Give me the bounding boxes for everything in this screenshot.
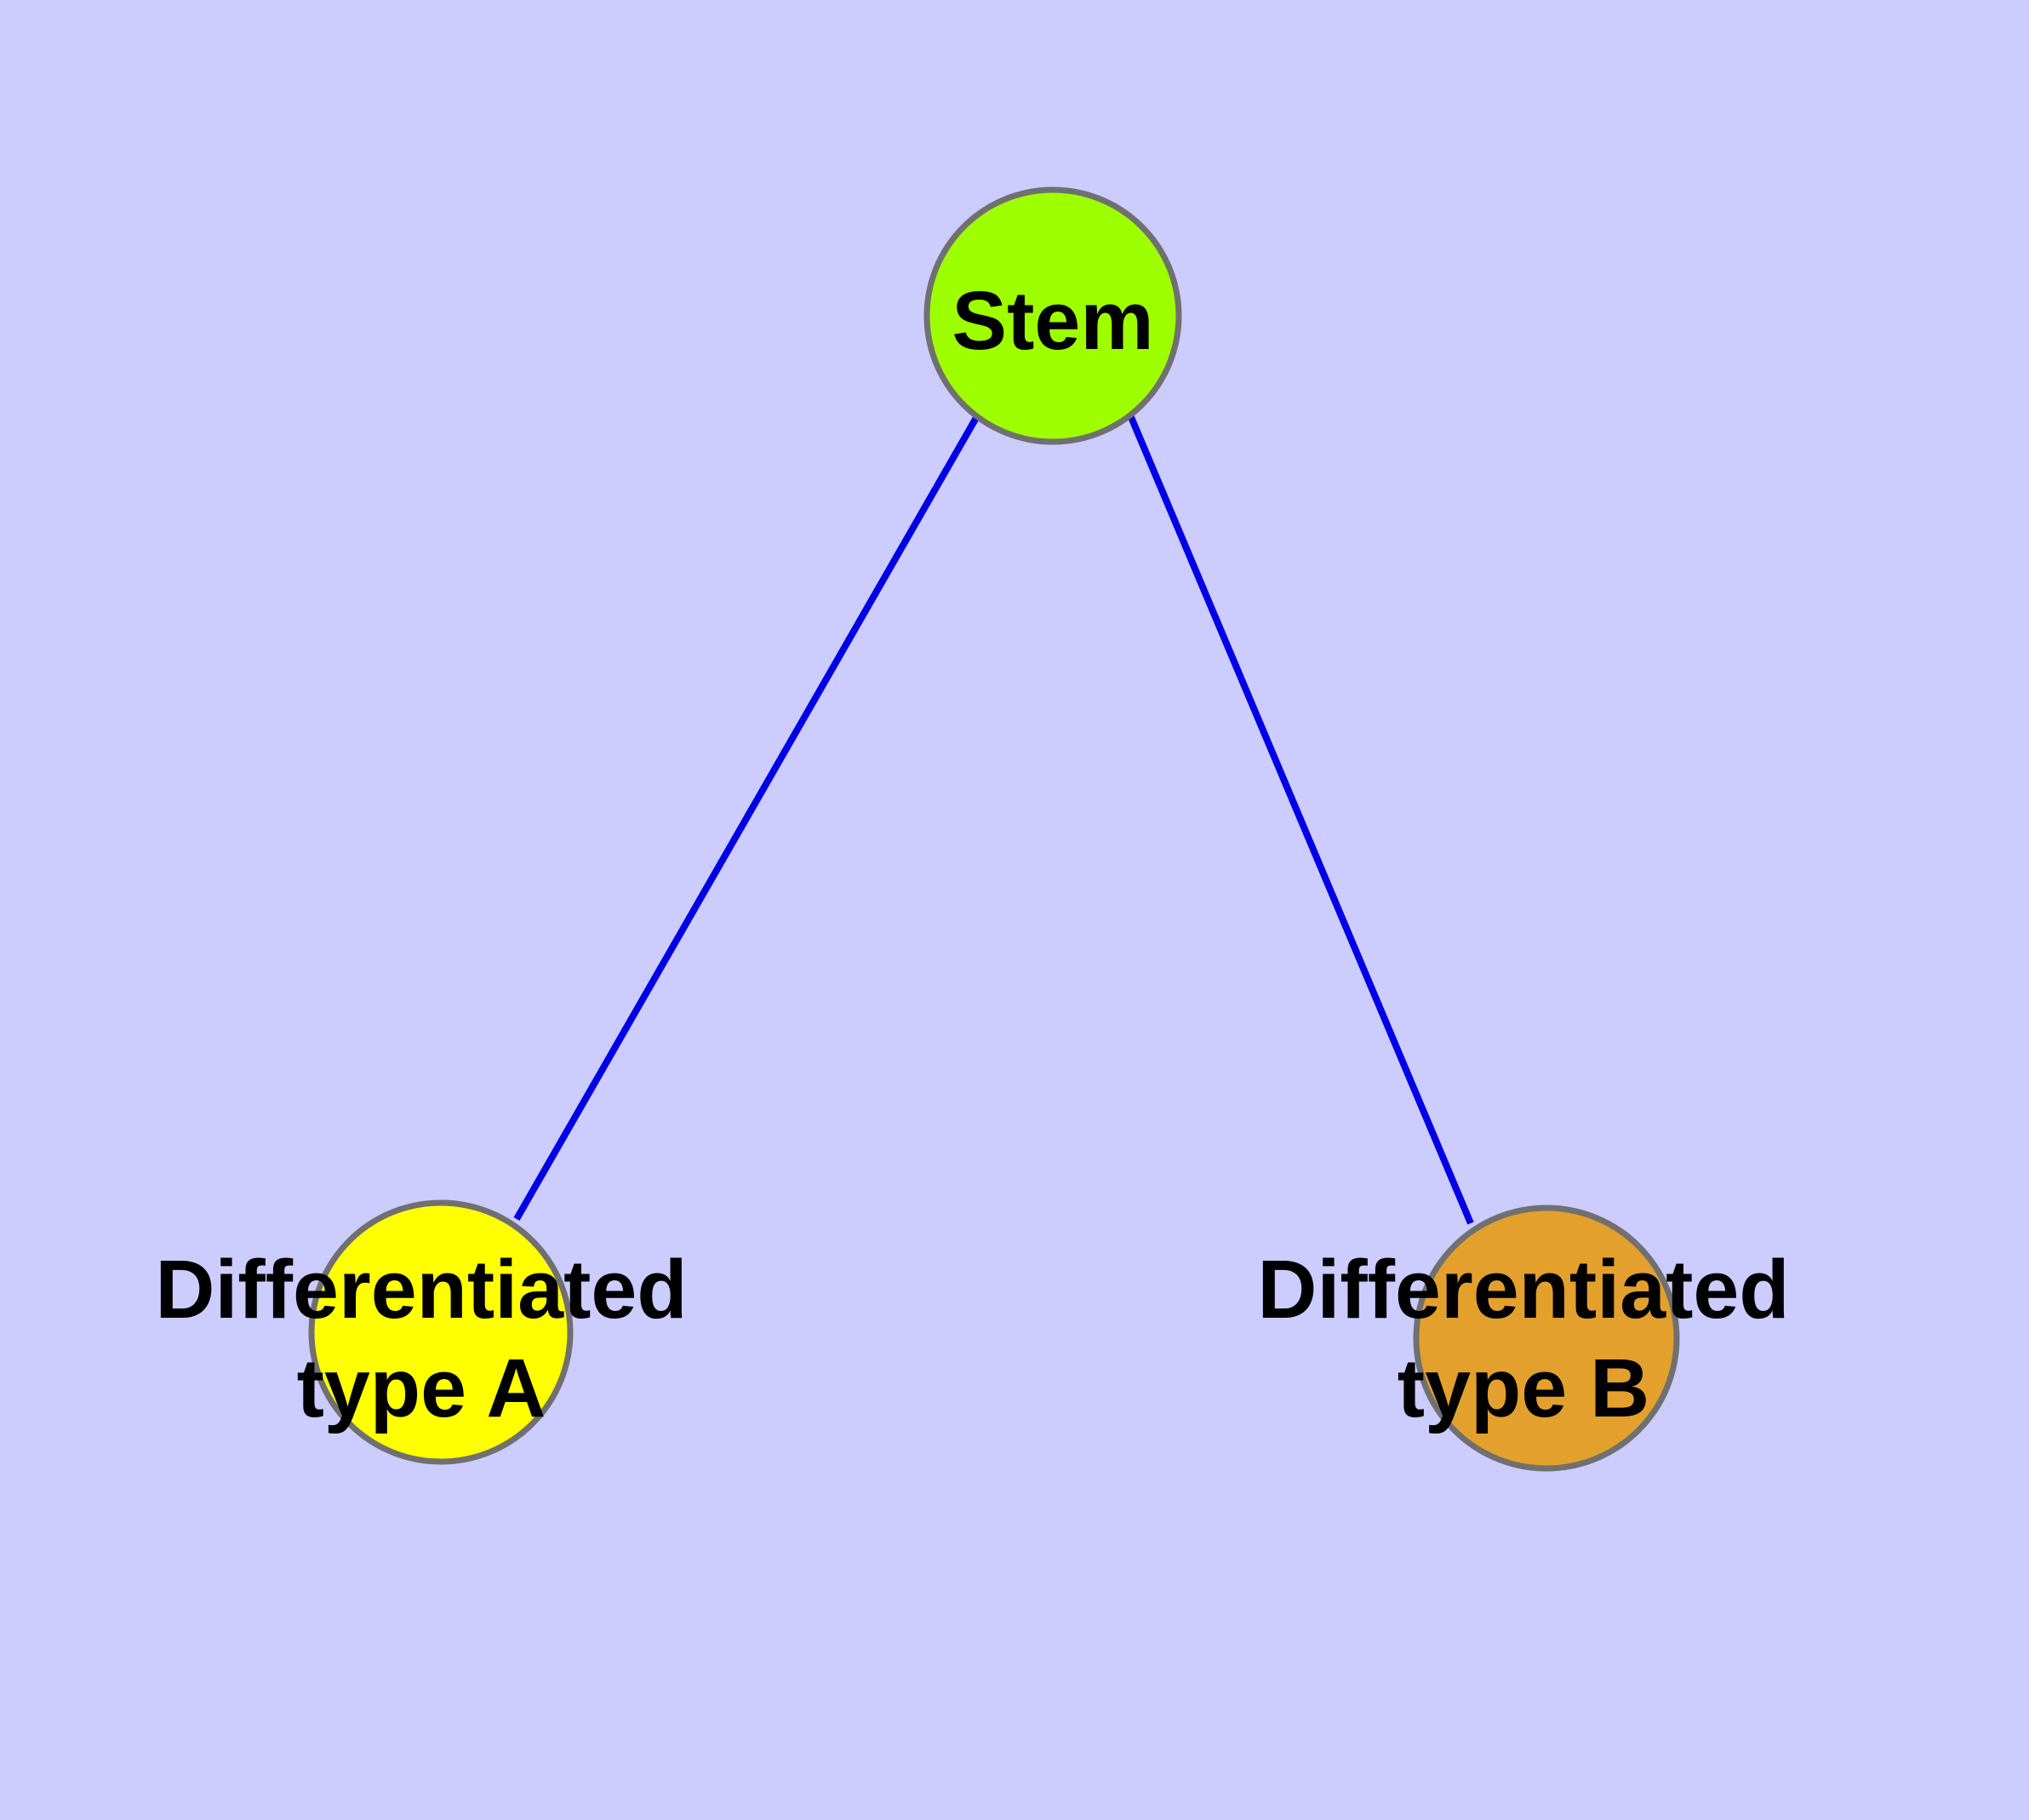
node-label-stem: Stem xyxy=(952,274,1153,367)
edge-stem-to-differentiated-type-b[interactable] xyxy=(1128,415,1474,1225)
label-layer: Stem Differentiated type A Differentiate… xyxy=(155,274,1789,1434)
node-label-differentiated-type-a-line1: Differentiated xyxy=(155,1243,687,1336)
edge-stem-to-differentiated-type-a[interactable] xyxy=(513,415,980,1221)
node-layer xyxy=(308,186,1680,1472)
node-label-differentiated-type-b-line2: type B xyxy=(1397,1342,1649,1434)
node-label-differentiated-type-b-line1: Differentiated xyxy=(1257,1243,1789,1336)
node-label-differentiated-type-a-line2: type A xyxy=(297,1342,546,1434)
node-differentiated-type-a[interactable] xyxy=(308,1199,574,1465)
node-differentiated-type-b[interactable] xyxy=(1413,1205,1680,1472)
node-stem[interactable] xyxy=(923,186,1182,445)
edge-layer xyxy=(513,415,1474,1225)
